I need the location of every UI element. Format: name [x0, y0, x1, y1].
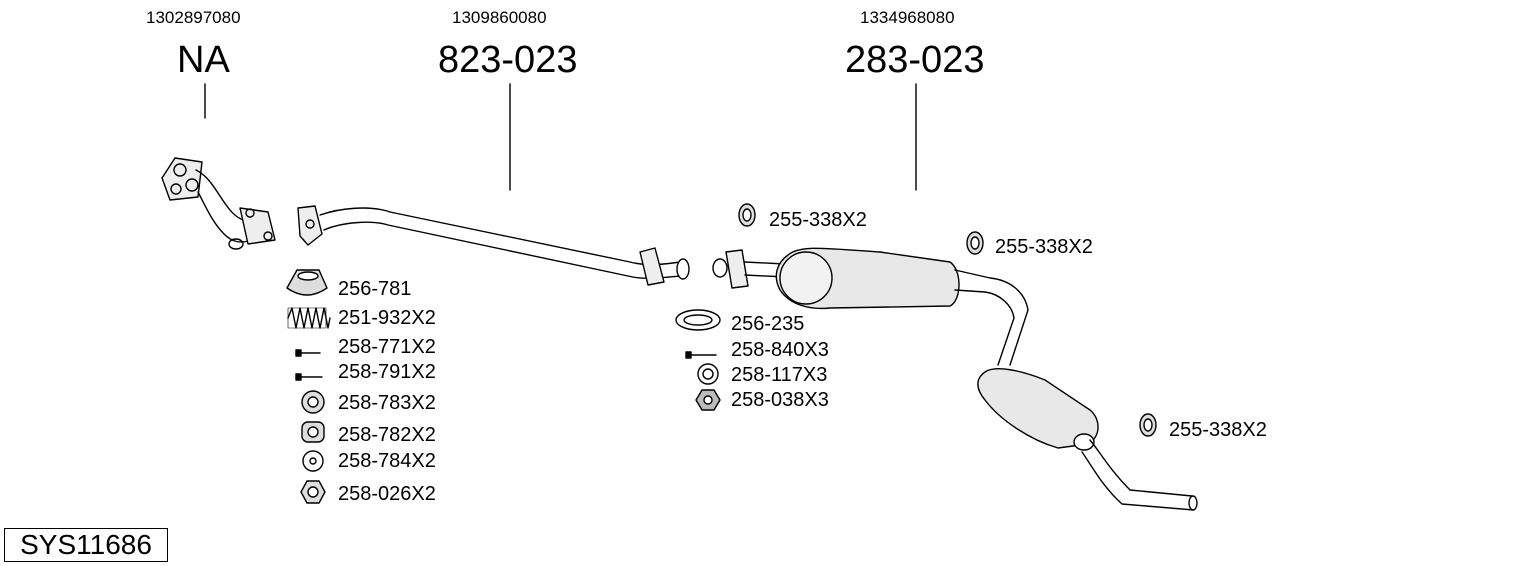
bolt-icon-2: [295, 373, 323, 381]
oe-number-283-023: 1334968080: [860, 8, 955, 27]
part-number-823-023: 823-023: [438, 39, 578, 81]
spring-icon: [287, 307, 331, 329]
washer-icon-2: [697, 363, 719, 385]
rubber-mount-icon-1: [738, 203, 756, 227]
hardware-label: 258-026X2: [338, 483, 436, 505]
hardware-label: 258-840X3: [731, 339, 829, 361]
rubber-mount-label: 255-338X2: [769, 209, 867, 231]
hardware-label: 258-791X2: [338, 361, 436, 383]
intermediate-pipe-drawing: [297, 205, 690, 286]
part-number-283-023: 283-023: [845, 39, 985, 81]
hardware-label: 258-771X2: [338, 336, 436, 358]
hardware-label: 251-932X2: [338, 307, 436, 329]
hardware-label: 258-782X2: [338, 424, 436, 446]
hardware-label: 256-235: [731, 313, 805, 335]
bolt-icon-3: [685, 351, 717, 359]
system-code-box: SYS11686: [4, 528, 168, 562]
hex-nut-icon: [300, 480, 326, 504]
hardware-label: 258-784X2: [338, 450, 436, 472]
part-number-na: NA: [177, 39, 230, 81]
flange-gasket-icon: [675, 309, 721, 331]
hardware-label: 258-117X3: [731, 364, 828, 386]
front-downpipe-drawing: [161, 157, 276, 250]
gasket-ring-icon: [286, 269, 328, 296]
washer-icon: [302, 450, 324, 472]
rubber-mount-icon-2: [966, 231, 984, 255]
bolt-icon-1: [295, 349, 321, 357]
hardware-label: 258-038X3: [731, 389, 829, 411]
hardware-label: 258-783X2: [338, 392, 436, 414]
oe-number-na: 1302897080: [146, 8, 241, 27]
hardware-label: 256-781: [338, 278, 412, 300]
oe-number-823-023: 1309860080: [452, 8, 547, 27]
rubber-mount-icon-3: [1139, 413, 1157, 437]
flange-nut-icon: [695, 389, 721, 411]
rubber-mount-label: 255-338X2: [995, 236, 1093, 258]
nut-icon-1: [301, 390, 325, 414]
rear-section-drawing: [712, 247, 1198, 511]
nut-icon-2: [301, 421, 325, 443]
rubber-mount-label: 255-338X2: [1169, 419, 1267, 441]
